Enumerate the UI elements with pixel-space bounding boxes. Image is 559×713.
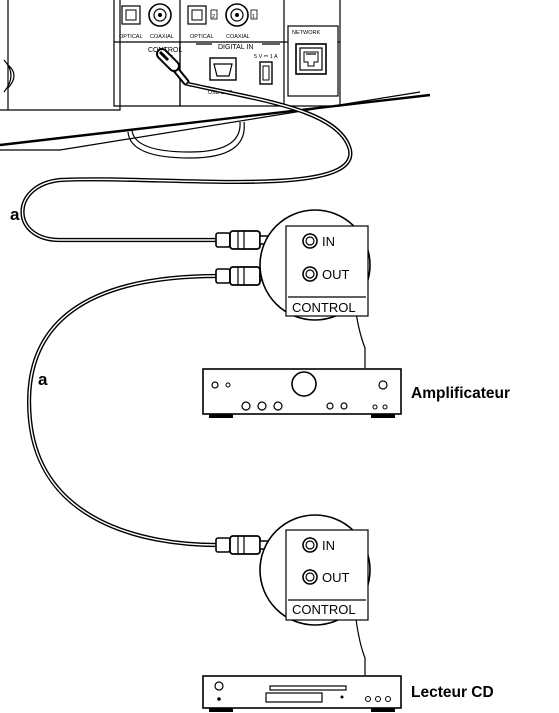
port-number-1: 1 (252, 14, 255, 20)
control-label-cd: CONTROL (292, 602, 356, 617)
usb-dac-label: USB DAC (208, 90, 232, 96)
control-out-plug (156, 48, 190, 86)
cable-label-a-2: a (38, 370, 48, 389)
out-label-cd: OUT (322, 570, 350, 585)
in-label-cd: IN (322, 538, 335, 553)
control-panel-box (285, 225, 369, 317)
cable-1 (20, 81, 353, 243)
optical-label-2: OPTICAL (190, 34, 214, 40)
cd-player-label: Lecteur CD (411, 684, 494, 701)
network-label: NETWORK (292, 30, 320, 36)
cd-player (202, 675, 402, 712)
disc-tray-icon (269, 685, 347, 691)
amp-control-bubble: IN OUT CONTROL (259, 209, 371, 368)
coaxial-label: COAXIAL (150, 34, 174, 40)
amplifier (202, 368, 402, 418)
cable-label-a-1: a (10, 205, 20, 224)
amplifier-label: Amplificateur (411, 385, 510, 402)
in-label: IN (322, 234, 335, 249)
control-panel-box-cd (285, 529, 369, 621)
control-label: CONTROL (292, 300, 356, 315)
coaxial-label-2: COAXIAL (226, 34, 250, 40)
digital-in-label: DIGITAL IN (218, 44, 253, 51)
port-number-2: 2 (212, 14, 215, 20)
cable-2 (26, 273, 221, 548)
volume-knob-icon (291, 371, 317, 397)
optical-label: OPTICAL (119, 34, 143, 40)
rear-panel: OPTICAL COAXIAL 2 OPTICAL 1 COAXIAL CONT… (0, 0, 431, 159)
cd-control-bubble: IN OUT CONTROL (259, 514, 371, 675)
usb-power-label: 5 V ⎓ 1 A (254, 54, 278, 60)
out-label: OUT (322, 267, 350, 282)
